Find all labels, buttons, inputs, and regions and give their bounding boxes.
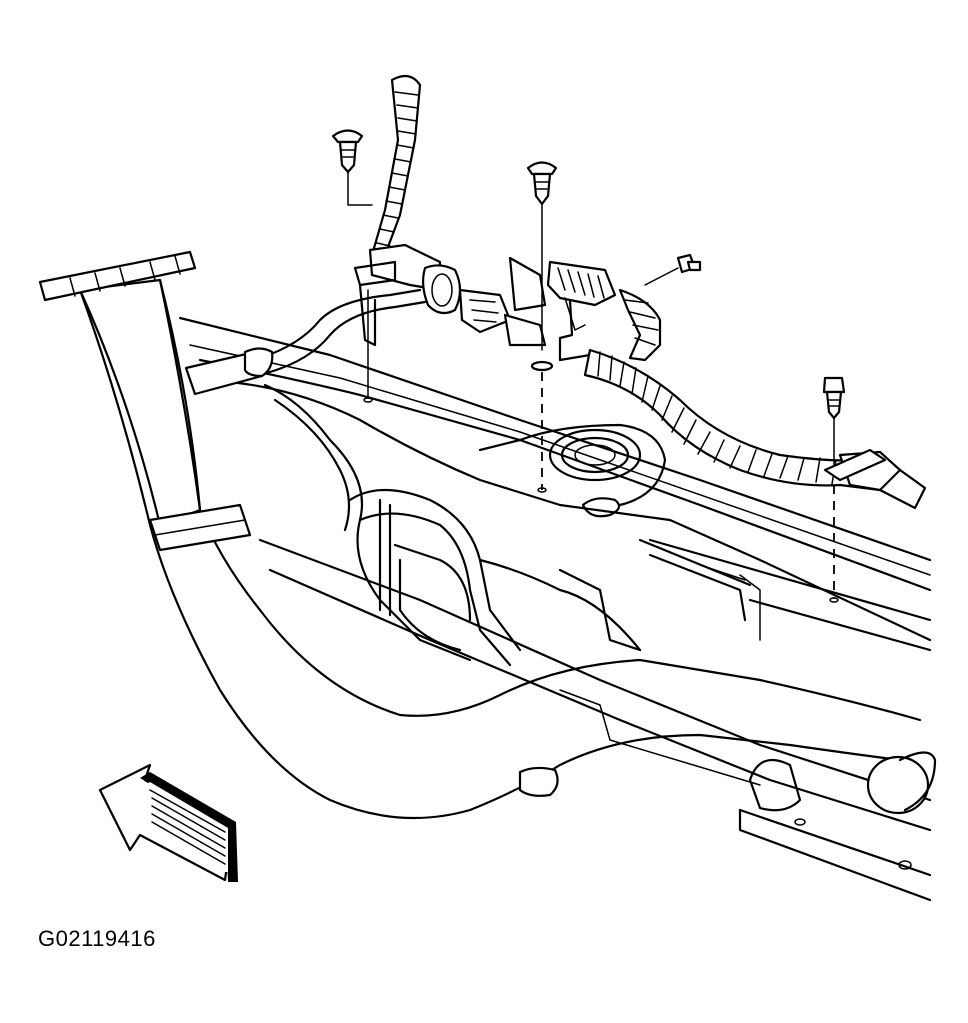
bolt-right (822, 376, 887, 603)
exhaust-pipe (38, 250, 937, 820)
front-direction-arrow-icon (98, 763, 238, 882)
bolt-bracket-left (363, 289, 373, 403)
frame-rail (178, 316, 932, 902)
push-clip (644, 253, 702, 286)
figure-id-label: G02119416 (38, 926, 156, 951)
wiring-harness-right (583, 288, 927, 510)
bolt-center (526, 161, 558, 493)
fuel-tank (188, 378, 932, 667)
bolt-left (331, 129, 373, 206)
electrical-connector (508, 256, 617, 362)
fuel-line (184, 288, 427, 396)
harness-bracket (353, 260, 397, 347)
wiring-harness-left (368, 74, 547, 347)
